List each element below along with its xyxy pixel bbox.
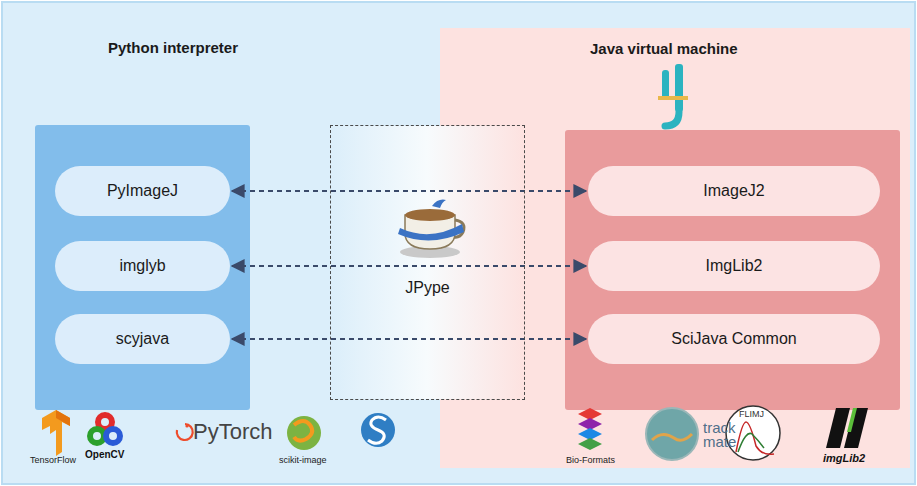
logo-caption: TensorFlow xyxy=(30,455,76,465)
module-name: imglyb xyxy=(119,257,165,275)
jpype-cup xyxy=(398,200,464,258)
bio-formats-icon xyxy=(578,408,602,450)
bridge-arrow xyxy=(232,338,586,340)
logo-wordmark: track mate xyxy=(703,421,743,450)
logo-caption: Bio-Formats xyxy=(566,455,615,465)
scikit-image-icon xyxy=(287,416,321,450)
region-title: Python interpreter xyxy=(108,39,238,56)
pytorch-icon xyxy=(177,424,193,440)
logo-caption: scikit-image xyxy=(279,455,327,465)
module-name: ImgLib2 xyxy=(706,257,763,275)
module-name: scyjava xyxy=(116,330,169,348)
logo-caption: FLIMJ xyxy=(739,409,764,419)
jpype-ground xyxy=(331,126,524,399)
logo-caption: imgLib2 xyxy=(823,452,865,464)
imagej-logo xyxy=(658,64,688,126)
module-name: ImageJ2 xyxy=(703,182,764,200)
module-name: SciJava Common xyxy=(671,330,796,348)
module-pill: scyjava xyxy=(55,314,230,364)
scipy-icon xyxy=(361,413,395,447)
module-pill: ImageJ2 xyxy=(588,166,880,216)
bridge-box: JPype xyxy=(330,125,525,400)
bridge-name: JPype xyxy=(331,279,524,297)
imglib2-icon xyxy=(826,408,868,448)
region-panel: Python interpreterPyImageJ imglyb scyjava xyxy=(10,25,440,470)
java-box xyxy=(565,130,900,410)
tensorflow-icon xyxy=(42,410,70,456)
trackmate-icon xyxy=(646,408,698,460)
module-name: PyImageJ xyxy=(107,182,178,200)
module-pill: imglyb xyxy=(55,241,230,291)
module-pill: SciJava Common xyxy=(588,314,880,364)
logo-wordmark: PyTorch xyxy=(193,419,272,445)
python-box xyxy=(35,125,250,410)
region-panel: Java virtual machineImageJ2ImgLib2SciJav… xyxy=(440,28,910,468)
region-title: Java virtual machine xyxy=(590,40,738,57)
logo-caption: OpenCV xyxy=(85,449,124,460)
bridge-arrow xyxy=(232,190,586,192)
module-pill: PyImageJ xyxy=(55,166,230,216)
opencv-icon xyxy=(90,415,120,443)
module-pill: ImgLib2 xyxy=(588,241,880,291)
bridge-arrow xyxy=(232,265,586,267)
